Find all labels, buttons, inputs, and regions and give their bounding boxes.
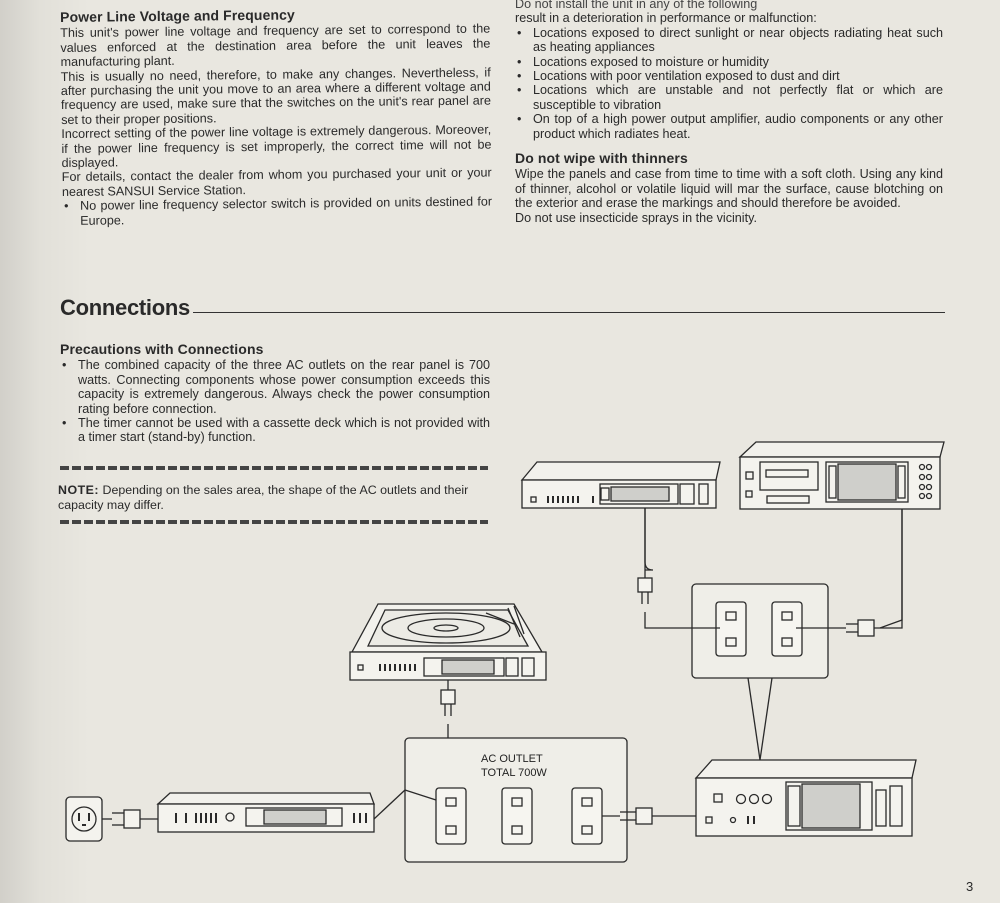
note-divider-top — [60, 466, 488, 470]
page-number: 3 — [966, 879, 974, 894]
list-item: The timer cannot be used with a cassette… — [60, 416, 490, 445]
install-cut-line: Do not install the unit in any of the fo… — [515, 0, 758, 11]
ac-outlet-label: AC OUTLET — [481, 753, 543, 765]
install-section: Do not install the unit in any of the fo… — [515, 0, 943, 225]
precautions-heading: Precautions with Connections — [60, 341, 264, 357]
cables — [102, 508, 903, 829]
list-item: The combined capacity of the three AC ou… — [60, 358, 490, 416]
list-item: Locations which are unstable and not per… — [515, 83, 943, 112]
ac-outlet-total-label: TOTAL 700W — [481, 767, 547, 779]
list-item: On top of a high power output amplifier,… — [515, 112, 943, 141]
heading-rule — [192, 311, 945, 313]
install-list: Locations exposed to direct sunlight or … — [515, 26, 943, 141]
ac-outlet-panel — [404, 737, 628, 863]
precautions-list: The combined capacity of the three AC ou… — [60, 358, 490, 444]
turntable-unit — [349, 603, 547, 681]
note-divider-bottom — [60, 520, 488, 524]
list-item: Locations exposed to moisture or humidit… — [515, 55, 943, 70]
timer-unit — [156, 792, 375, 833]
tuner-unit — [520, 461, 721, 509]
thinners-paragraph-1: Wipe the panels and case from time to ti… — [515, 167, 943, 211]
note-text: Depending on the sales area, the shape o… — [58, 483, 469, 512]
connections-title: Connections — [60, 295, 190, 320]
wall-outlet — [65, 796, 103, 842]
note-label: NOTE: — [58, 483, 100, 497]
thinners-paragraph-2: Do not use insecticide sprays in the vic… — [515, 210, 757, 225]
note-block: NOTE: Depending on the sales area, the s… — [58, 483, 488, 513]
thinners-heading: Do not wipe with thinners — [515, 150, 688, 167]
connections-heading: Connections — [60, 293, 945, 323]
precautions-section: Precautions with Connections The combine… — [60, 342, 490, 445]
list-item: Locations with poor ventilation exposed … — [515, 69, 943, 84]
outlet-callout — [691, 583, 829, 761]
list-item: Locations exposed to direct sunlight or … — [515, 26, 943, 55]
install-intro: result in a deterioration in performance… — [515, 11, 817, 26]
cassette-deck-unit — [738, 441, 945, 510]
amplifier-unit — [694, 759, 917, 837]
